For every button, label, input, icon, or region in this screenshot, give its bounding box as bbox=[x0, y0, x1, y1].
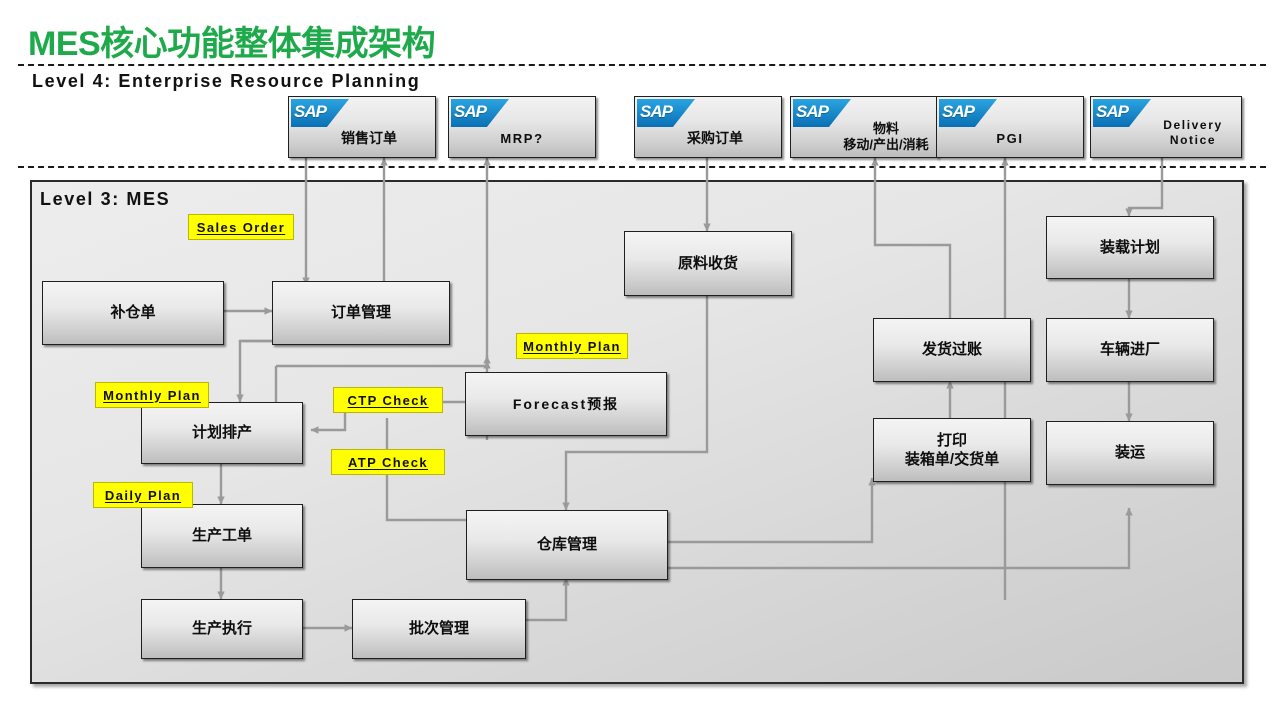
mes-box-work-order[interactable]: 生产工单 bbox=[141, 504, 303, 568]
sap-wordmark: SAP bbox=[942, 102, 975, 121]
sap-wordmark: SAP bbox=[640, 102, 673, 121]
tag-monthly-plan-planning[interactable]: Monthly Plan bbox=[95, 382, 209, 408]
mes-box-load-plan[interactable]: 装载计划 bbox=[1046, 216, 1214, 279]
mes-box-goods-issue-posting[interactable]: 发货过账 bbox=[873, 318, 1031, 382]
sap-logo-icon: SAP bbox=[637, 99, 695, 127]
level4-label: Level 4: Enterprise Resource Planning bbox=[32, 71, 421, 91]
mes-box-batch-management[interactable]: 批次管理 bbox=[352, 599, 526, 659]
erp-box-label: 销售订单 bbox=[341, 130, 397, 147]
erp-box-label: 采购订单 bbox=[687, 130, 743, 147]
sap-logo-icon: SAP bbox=[1093, 99, 1151, 127]
tag-label: ATP Check bbox=[347, 454, 429, 470]
sap-wordmark: SAP bbox=[294, 102, 327, 121]
tag-label: Monthly Plan bbox=[103, 387, 201, 403]
level4-top-divider bbox=[18, 64, 1266, 66]
sap-logo-icon: SAP bbox=[291, 99, 349, 127]
tag-ctp-check[interactable]: CTP Check bbox=[333, 387, 443, 413]
erp-box-label: 物料 移动/产出/消耗 bbox=[843, 120, 929, 152]
mes-box-replenishment-order[interactable]: 补仓单 bbox=[42, 281, 224, 345]
tag-sales-order[interactable]: Sales Order bbox=[188, 214, 294, 240]
mes-box-order-management[interactable]: 订单管理 bbox=[272, 281, 450, 345]
erp-box-label: PGI bbox=[996, 130, 1024, 146]
mes-box-production-execution[interactable]: 生产执行 bbox=[141, 599, 303, 659]
sap-wordmark: SAP bbox=[454, 102, 487, 121]
mes-box-warehouse-management[interactable]: 仓库管理 bbox=[466, 510, 668, 580]
mes-box-shipment[interactable]: 装运 bbox=[1046, 421, 1214, 485]
page-title: MES核心功能整体集成架构 bbox=[28, 25, 436, 63]
erp-box-material-movement[interactable]: SAP 物料 移动/产出/消耗 bbox=[790, 96, 938, 158]
mes-box-material-receipt[interactable]: 原料收货 bbox=[624, 231, 792, 296]
tag-label: CTP Check bbox=[347, 392, 429, 408]
tag-daily-plan[interactable]: Daily Plan bbox=[93, 482, 193, 508]
sap-logo-icon: SAP bbox=[939, 99, 997, 127]
sap-logo-icon: SAP bbox=[793, 99, 851, 127]
mes-box-vehicle-entry[interactable]: 车辆进厂 bbox=[1046, 318, 1214, 382]
erp-box-label: MRP? bbox=[500, 130, 544, 146]
level3-label: Level 3: MES bbox=[40, 189, 171, 209]
tag-label: Daily Plan bbox=[104, 487, 182, 503]
sap-wordmark: SAP bbox=[796, 102, 829, 121]
tag-label: Monthly Plan bbox=[523, 338, 621, 354]
sap-logo-icon: SAP bbox=[451, 99, 509, 127]
mes-box-forecast[interactable]: Forecast预报 bbox=[465, 372, 667, 436]
erp-box-sales-order[interactable]: SAP 销售订单 bbox=[288, 96, 436, 158]
level4-bottom-divider bbox=[18, 166, 1266, 168]
erp-box-label: Delivery Notice bbox=[1163, 118, 1223, 147]
sap-wordmark: SAP bbox=[1096, 102, 1129, 121]
tag-atp-check[interactable]: ATP Check bbox=[331, 449, 445, 475]
mes-box-print-packing-list[interactable]: 打印 装箱单/交货单 bbox=[873, 418, 1031, 482]
tag-label: Sales Order bbox=[196, 219, 286, 235]
erp-box-purchase-order[interactable]: SAP 采购订单 bbox=[634, 96, 782, 158]
erp-box-mrp[interactable]: SAP MRP? bbox=[448, 96, 596, 158]
erp-box-pgi[interactable]: SAP PGI bbox=[936, 96, 1084, 158]
tag-monthly-plan-forecast[interactable]: Monthly Plan bbox=[516, 333, 628, 359]
erp-box-delivery-notice[interactable]: SAP Delivery Notice bbox=[1090, 96, 1242, 158]
mes-box-production-planning[interactable]: 计划排产 bbox=[141, 402, 303, 464]
